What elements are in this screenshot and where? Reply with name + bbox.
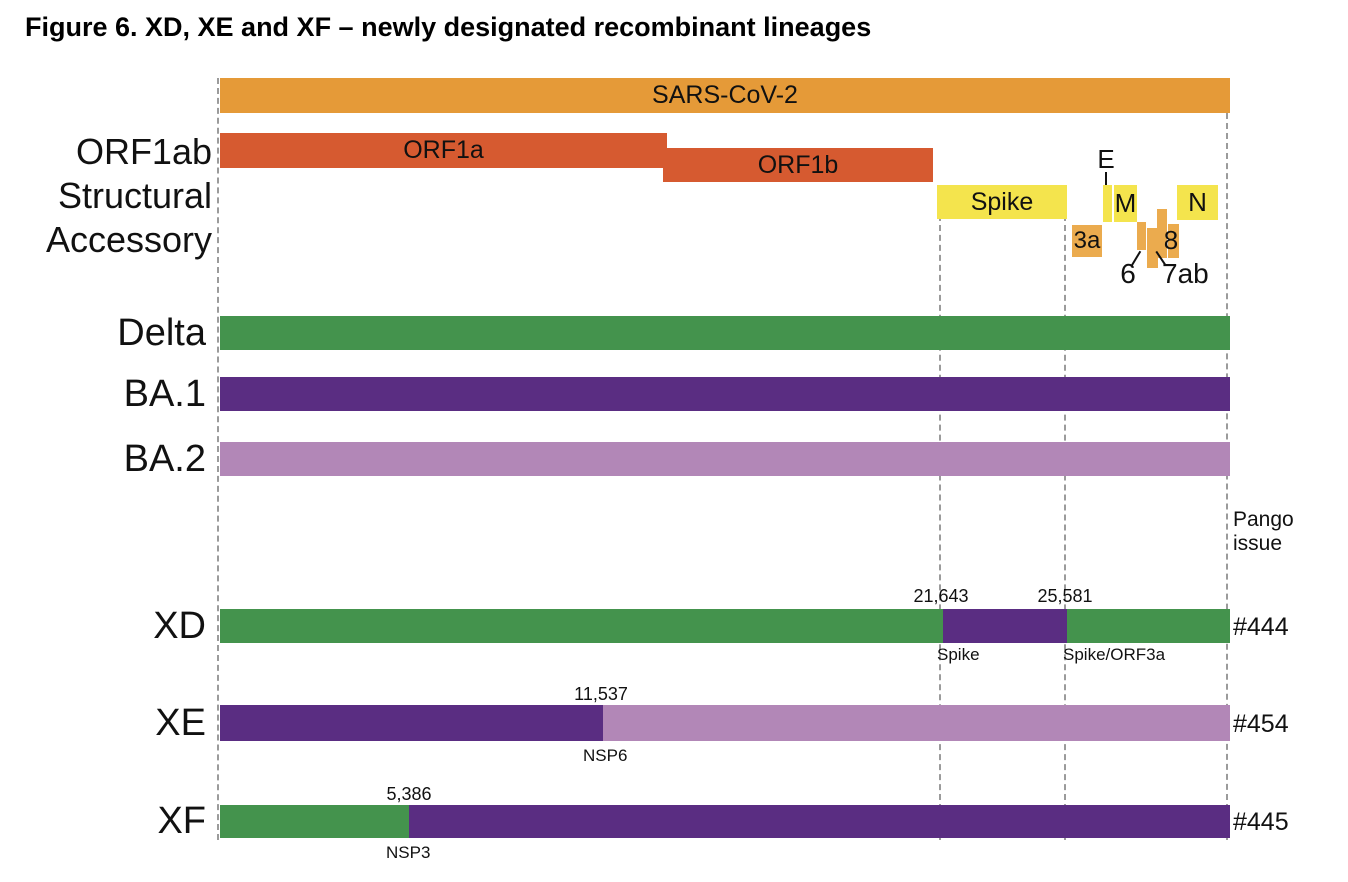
xf-bar-delta-segment [220,805,409,838]
xf-bar-ba1-segment [409,805,1230,838]
category-label-structural: Structural [57,175,212,216]
xe-bar-ba2-segment [603,705,1230,741]
xf-pango-issue: #445 [1233,808,1289,836]
ba2-row-label: BA.2 [123,437,206,480]
orf8-callout-label: 8 [1163,225,1179,255]
orf8-gene-box [1168,224,1179,258]
n-gene-label: N [1188,187,1207,217]
xe-breakpoint-gene: NSP6 [583,746,628,765]
ba1-genome-bar [220,377,1230,411]
xf-breakpoint-gene: NSP3 [386,843,431,862]
category-label-orf1ab: ORF1ab [75,131,212,172]
e-gene-leader-line [1105,172,1107,185]
orf7ab-gene-box [1147,228,1158,268]
xe-bar-ba1-segment [220,705,603,741]
delta-row-label: Delta [117,311,206,354]
e-gene-box [1103,185,1112,222]
dashed-gridline-genome-end [1226,113,1228,840]
xf-breakpoint-position: 5,386 [386,784,432,804]
orf8-tall-gene-box [1157,209,1167,258]
orf6-callout-label: 6 [1120,258,1136,289]
category-label-accessory: Accessory [45,219,212,260]
orf1a-label: ORF1a [403,136,484,164]
m-gene-box: M [1114,185,1137,222]
spike-gene-bar: Spike [937,185,1067,219]
xd-row-label: XD [153,604,206,647]
xe-breakpoint-position: 11,537 [574,684,628,704]
xe-row-label: XE [155,701,206,744]
orf3a-label: 3a [1073,227,1101,254]
ba2-genome-bar [220,442,1230,476]
xd-breakpoint-1-gene: Spike [937,645,980,664]
figure-title: Figure 6. XD, XE and XF – newly designat… [25,12,872,42]
xd-bar-delta-segment-2 [1067,609,1230,643]
xd-breakpoint-2-gene: Spike/ORF3a [1063,645,1166,664]
spike-label: Spike [970,187,1034,216]
orf1a-gene-bar: ORF1a [220,133,667,168]
dashed-gridline-spike-start [939,185,941,840]
orf3a-gene-box: 3a [1072,225,1102,257]
pango-issue-header-line2: issue [1233,532,1283,555]
m-gene-label: M [1114,188,1137,218]
e-gene-label: E [1097,144,1115,174]
orf6-gene-box [1137,222,1146,250]
xd-pango-issue: #444 [1233,613,1289,641]
pango-issue-header-line1: Pango [1233,508,1294,531]
xf-row-label: XF [157,800,206,842]
xd-breakpoint-2-position: 25,581 [1037,586,1093,606]
xd-breakpoint-1-position: 21,643 [913,586,969,606]
xd-bar-delta-segment [220,609,943,643]
dashed-gridline-spike-end [1064,185,1066,840]
xe-pango-issue: #454 [1233,710,1289,738]
delta-genome-bar [220,316,1230,350]
pango-issue-header: Pango issue [1233,508,1294,556]
dashed-gridline-genome-start [217,78,219,840]
sars-cov-2-label: SARS-CoV-2 [652,81,798,109]
xd-bar-ba1-segment [943,609,1067,643]
orf1b-gene-bar: ORF1b [663,148,933,182]
orf1b-label: ORF1b [757,150,839,179]
orf7ab-callout-label: 7ab [1162,258,1209,289]
sars-cov-2-bar: SARS-CoV-2 [220,78,1230,113]
ba1-row-label: BA.1 [123,372,206,415]
n-gene-box: N [1177,185,1218,220]
